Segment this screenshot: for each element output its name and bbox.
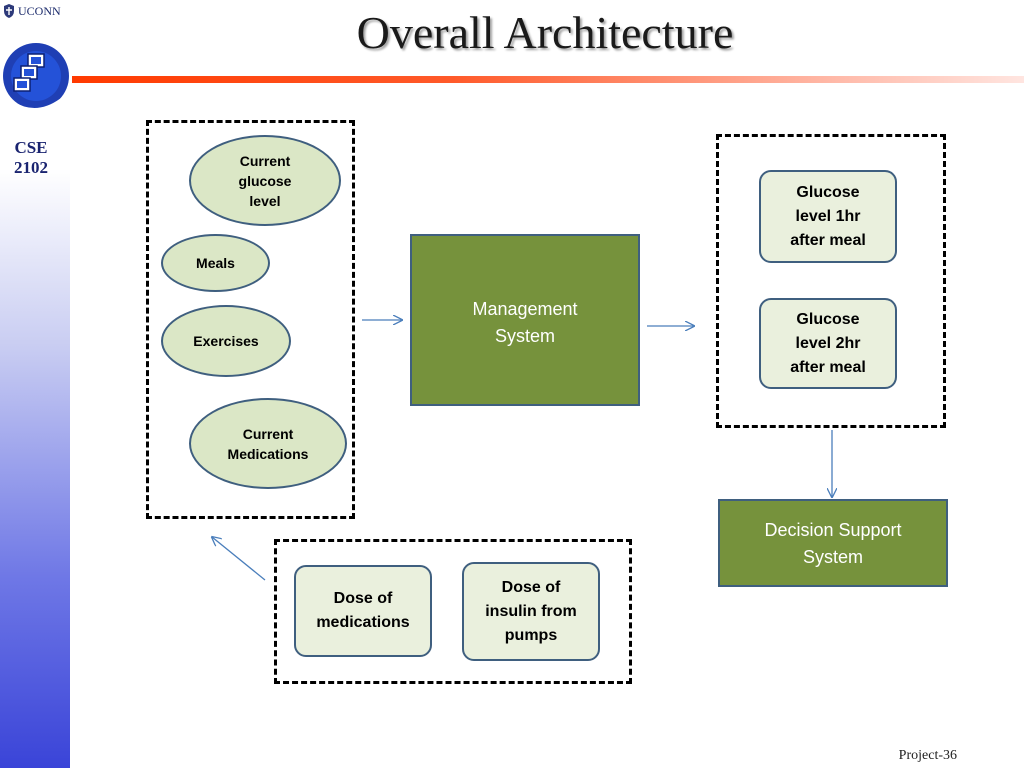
management-system-node: Management System — [410, 234, 640, 406]
title-accent-bar — [72, 76, 1024, 83]
outputs-group — [716, 134, 946, 428]
management-system-label: Management System — [472, 299, 578, 346]
uconn-brand: UCONN — [2, 1, 72, 21]
decision-support-label: Decision Support System — [764, 520, 902, 567]
institution-name: UCONN — [18, 3, 61, 18]
feedback-group — [274, 539, 632, 684]
glucose-1hr-node: Glucose level 1hr after meal — [759, 170, 897, 263]
page-title: Overall Architecture — [356, 7, 734, 58]
uconn-seal-icon — [4, 4, 14, 18]
current-glucose-node: Current glucose level — [189, 135, 341, 226]
cse-department-logo — [3, 43, 69, 110]
glucose-2hr-node: Glucose level 2hr after meal — [759, 298, 897, 389]
sidebar — [0, 0, 70, 768]
course-code: CSE 2102 — [14, 138, 48, 177]
current-medications-node: Current Medications — [189, 398, 347, 489]
decision-support-node: Decision Support System — [718, 499, 948, 587]
dose-insulin-node: Dose of insulin from pumps — [462, 562, 600, 661]
inputs-group — [146, 120, 355, 519]
slide-number: Project-36 — [898, 748, 957, 763]
dose-medications-node: Dose of medications — [294, 565, 432, 657]
exercises-node: Exercises — [161, 305, 291, 377]
arrow-feedback-to-inputs — [212, 537, 266, 581]
meals-node: Meals — [161, 234, 270, 292]
